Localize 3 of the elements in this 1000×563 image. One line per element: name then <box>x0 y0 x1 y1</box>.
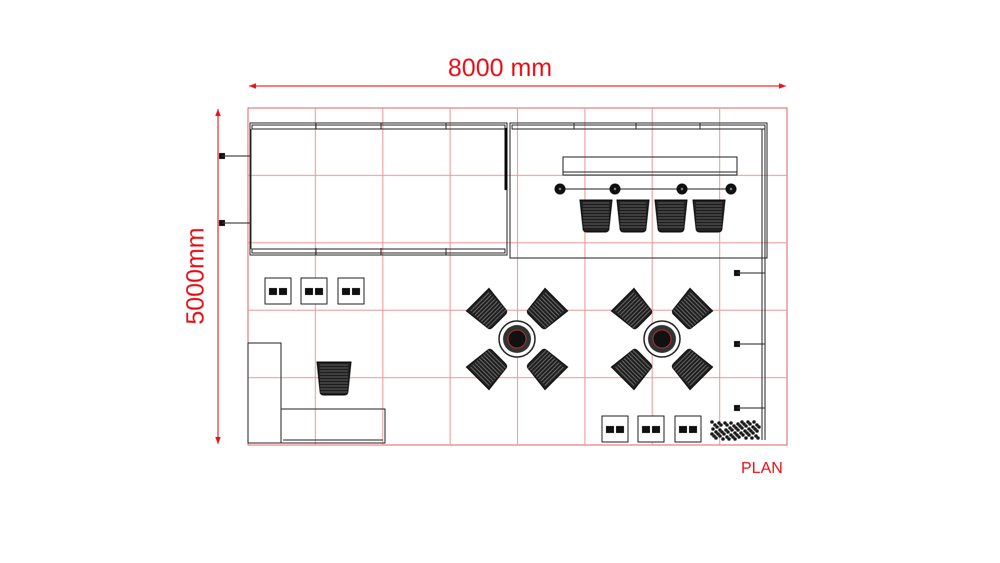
dimension-label: 5000mm <box>184 227 208 325</box>
dimension-label: 8000 mm <box>448 56 552 81</box>
plan-title: PLAN <box>741 461 783 477</box>
